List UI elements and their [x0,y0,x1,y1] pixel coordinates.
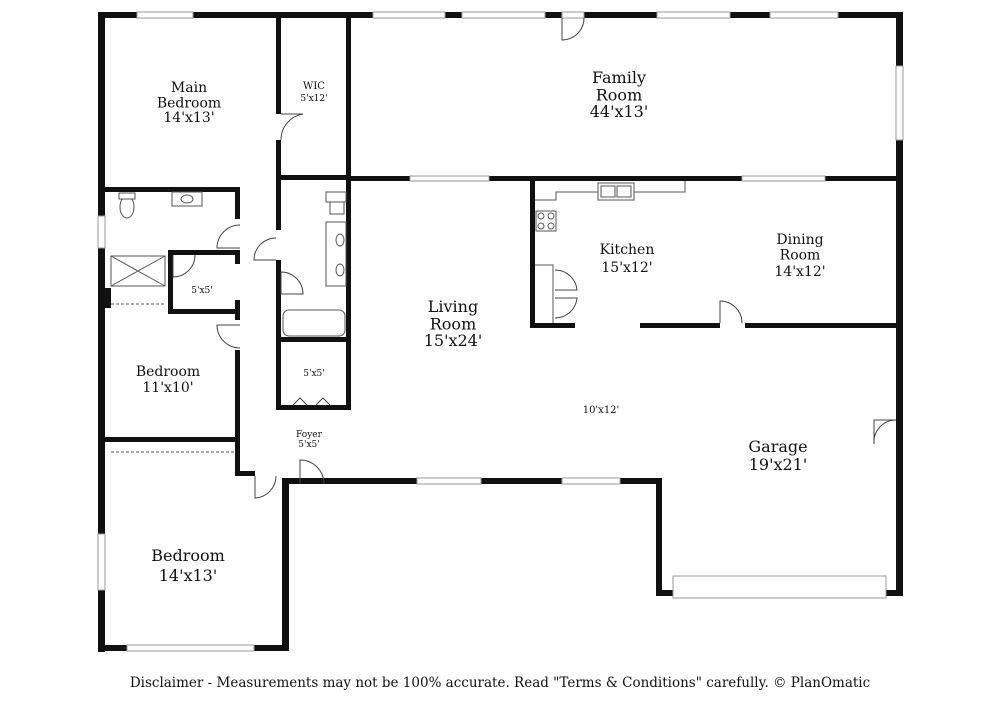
living-room-size: 15'x24' [424,331,483,350]
main-bedroom-size: 14'x13' [163,110,214,126]
label-line: Room [780,247,821,263]
fixtures [110,181,686,453]
doors [172,11,897,499]
bedroom-mid-name: Bedroom [136,364,200,380]
wic-name: WIC [303,81,325,92]
label-line: Room [596,86,642,105]
foyer-size: 5'x5' [298,440,319,450]
garage-size: 19'x21' [749,455,808,474]
kitchen-size: 15'x12' [601,260,652,276]
bedroom-bottom-size: 14'x13' [159,566,218,585]
label-line: Dining [776,232,823,248]
label-line: Living [428,297,478,316]
label-line: Room [430,315,476,334]
bedroom-mid-size: 11'x10' [142,380,193,396]
garage-name: Garage [748,437,807,456]
label-line: Family [592,68,646,87]
wic-size: 5'x12' [300,94,327,104]
closet-hall-size: 5'x5' [303,369,324,379]
label-line: Bedroom [157,95,221,111]
windows [97,11,904,652]
foyer-name: Foyer [296,430,323,440]
family-room-size: 44'x13' [590,102,649,121]
bedroom-bottom-name: Bedroom [151,546,225,565]
dining-room-size: 14'x12' [774,264,825,280]
bath-small-size: 5'x5' [191,286,212,296]
disclaimer-text: Disclaimer - Measurements may not be 100… [129,675,871,691]
nook-size: 10'x12' [583,405,620,416]
interior-walls [105,18,896,476]
kitchen-name: Kitchen [600,242,655,258]
label-line: Main [171,80,207,96]
